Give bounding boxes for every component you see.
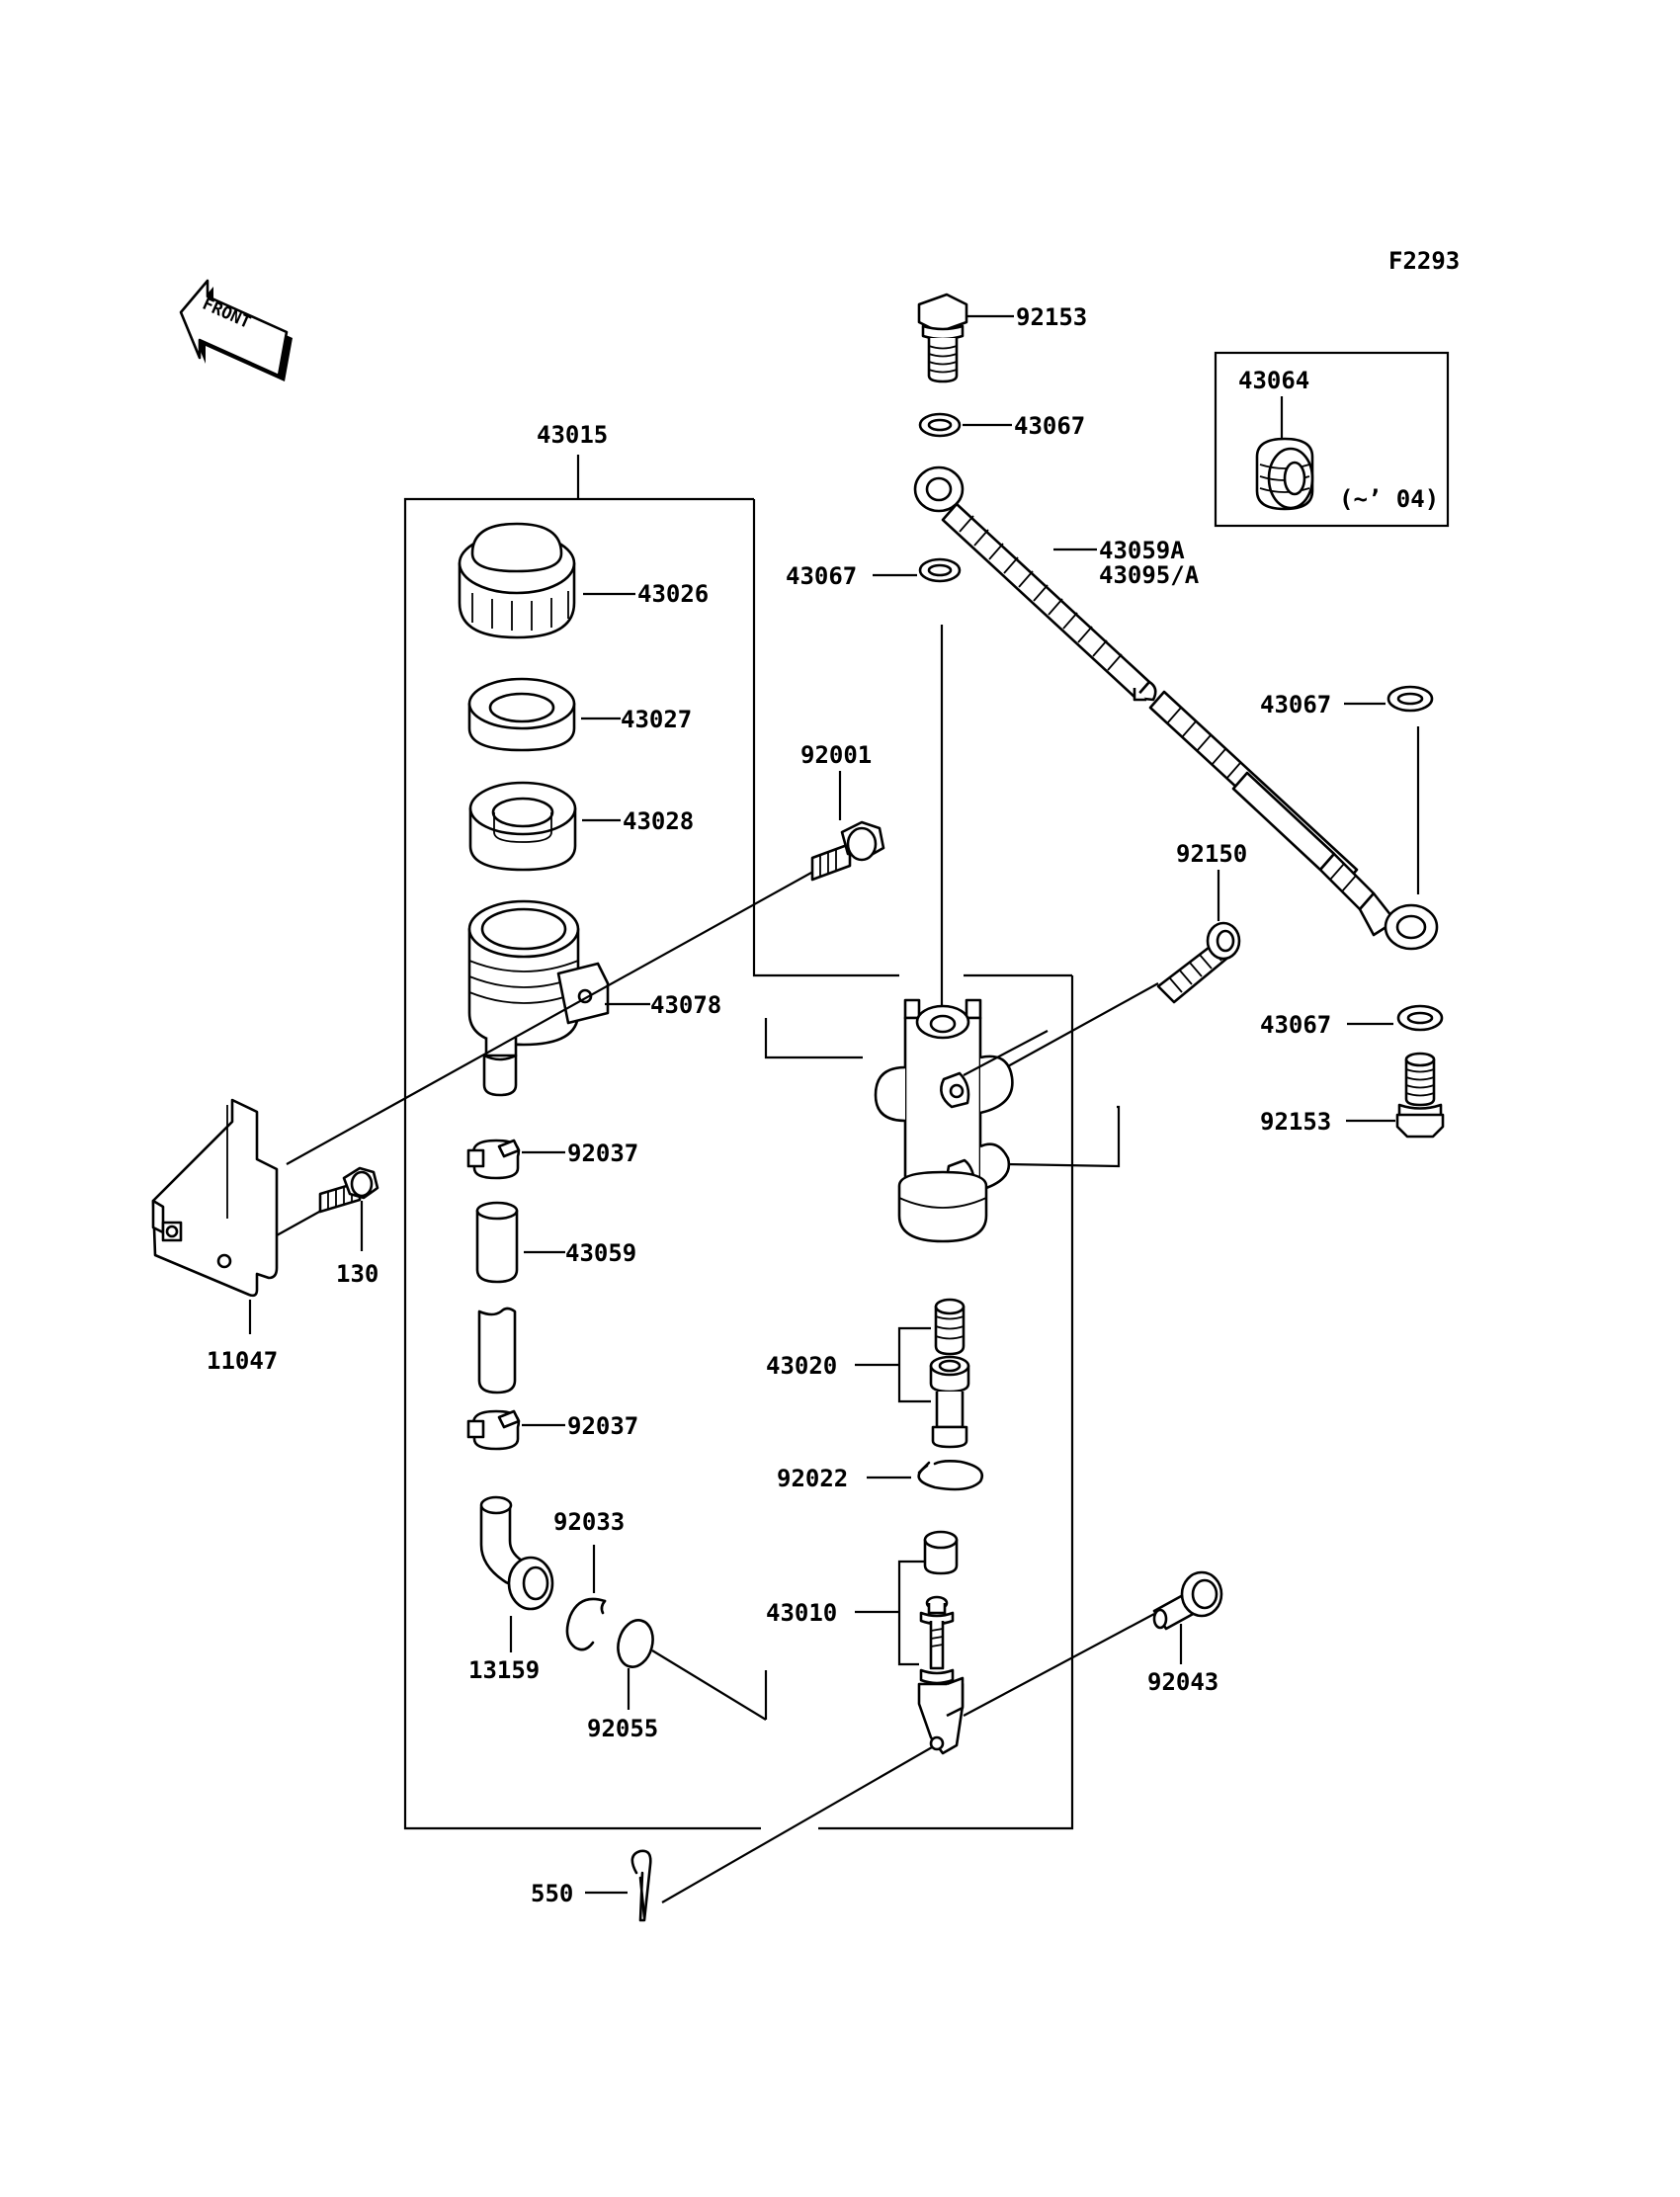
mounting-bracket-11047-icon	[151, 1098, 279, 1298]
label-43095a: 43095/A	[1099, 561, 1200, 589]
washer-43067-b-icon	[918, 557, 962, 583]
label-43026: 43026	[637, 580, 709, 608]
reservoir-cap-43026-icon	[458, 522, 576, 639]
push-rod-43010-icon	[917, 1530, 965, 1755]
label-92150: 92150	[1176, 840, 1247, 868]
label-43067-a: 43067	[1014, 412, 1085, 440]
grommet-43064-icon	[1255, 437, 1314, 511]
banjo-bolt-92153-bottom-icon	[1395, 1052, 1445, 1139]
label-92001: 92001	[800, 741, 872, 769]
inset-box: 43064 (~’ 04)	[1214, 351, 1450, 528]
label-92037-lower: 92037	[567, 1412, 638, 1440]
front-arrow-icon: FRONT	[179, 279, 293, 381]
label-92033: 92033	[553, 1508, 625, 1536]
brake-hose-43059a-icon	[913, 465, 1439, 951]
label-43028: 43028	[623, 807, 694, 835]
master-cylinder-body-icon	[874, 998, 1014, 1243]
label-11047: 11047	[207, 1347, 278, 1375]
hose-clamp-92037-icon	[466, 1139, 521, 1180]
washer-43067-c-icon	[1386, 685, 1434, 713]
circlip-92033-icon	[565, 1597, 607, 1651]
bolt-92150-icon	[1156, 921, 1241, 1004]
label-43067-b: 43067	[786, 562, 857, 590]
bolt-92001-icon	[810, 820, 885, 882]
clevis-pin-92043-icon	[1152, 1570, 1223, 1631]
elbow-fitting-13159-icon	[479, 1495, 554, 1611]
hose-clamp-92037-lower-icon	[466, 1409, 521, 1451]
label-92153-top: 92153	[1016, 303, 1087, 331]
figure-code: F2293	[1388, 247, 1460, 275]
label-92022: 92022	[777, 1465, 848, 1492]
diaphragm-43028-icon	[468, 781, 577, 872]
o-ring-92055-icon	[617, 1619, 654, 1668]
inset-note: (~’ 04)	[1339, 485, 1439, 513]
label-550: 550	[531, 1880, 573, 1907]
label-13159: 13159	[468, 1656, 540, 1684]
banjo-bolt-92153-top-icon	[917, 293, 968, 383]
bolt-130-icon	[318, 1166, 379, 1214]
label-92055: 92055	[587, 1715, 658, 1742]
washer-43067-d-icon	[1396, 1004, 1444, 1032]
label-43010: 43010	[766, 1599, 837, 1627]
diaphragm-plate-43027-icon	[467, 677, 576, 752]
circlip-92022-icon	[917, 1460, 984, 1491]
washer-43067-a-icon	[918, 412, 962, 438]
label-92153-bottom: 92153	[1260, 1108, 1331, 1136]
label-43059: 43059	[565, 1239, 636, 1267]
label-43059a: 43059A	[1099, 537, 1185, 564]
label-92037-upper: 92037	[567, 1140, 638, 1167]
label-43015: 43015	[537, 421, 608, 449]
inset-part-label: 43064	[1238, 367, 1309, 394]
label-43027: 43027	[621, 706, 692, 733]
label-43078: 43078	[650, 991, 721, 1019]
label-92043: 92043	[1147, 1668, 1218, 1696]
label-43020: 43020	[766, 1352, 837, 1380]
assembly-bracket-lines: 43015	[403, 421, 1074, 1830]
label-43067-d: 43067	[1260, 1011, 1331, 1039]
piston-kit-43020-icon	[929, 1298, 970, 1449]
reservoir-43078-icon	[467, 899, 610, 1097]
hose-43059-icon	[475, 1201, 519, 1394]
label-130: 130	[336, 1260, 378, 1288]
label-43067-c: 43067	[1260, 691, 1331, 718]
cotter-pin-550-icon	[630, 1849, 652, 1922]
